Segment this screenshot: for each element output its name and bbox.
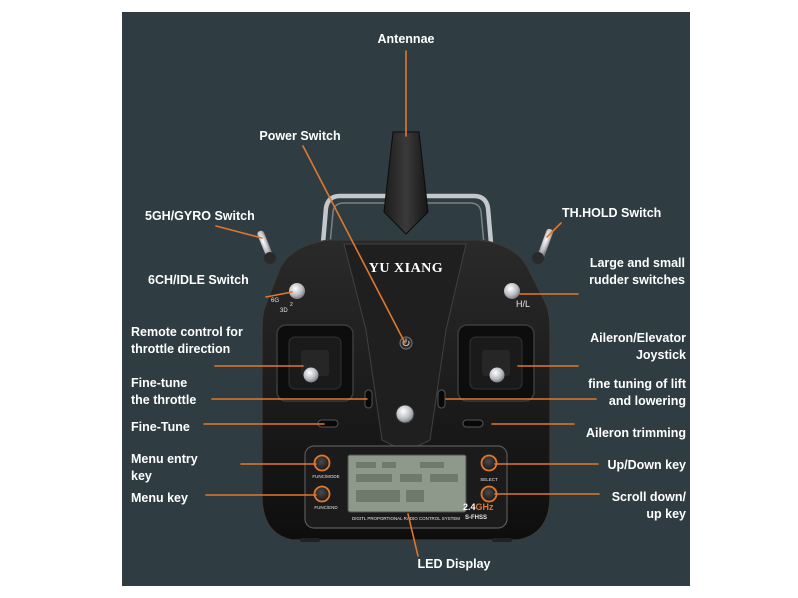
brand-logo: YU XIANG xyxy=(369,261,443,276)
band-value: 2.4 xyxy=(463,502,476,512)
label-menu-entry-key-line1: Menu entry xyxy=(131,452,198,466)
elevator-trim xyxy=(437,389,446,409)
label-led-display: LED Display xyxy=(418,557,491,571)
switch-label-hl: H/L xyxy=(516,299,530,309)
foot-left xyxy=(300,538,320,542)
label-rudder-switches-line2: rudder switches xyxy=(589,273,685,287)
label-aileron-trimming: Aileron trimming xyxy=(586,426,686,440)
label-idle-switch: 6CH/IDLE Switch xyxy=(148,273,249,287)
protocol-label: S-FHSS xyxy=(465,515,487,521)
aileron-trim xyxy=(462,419,484,428)
left-gimbal xyxy=(276,324,354,402)
menu-entry-button xyxy=(313,454,331,472)
leader-gyro-switch xyxy=(215,225,263,239)
switch-label-3d: 3D xyxy=(280,308,288,314)
menu-button xyxy=(313,485,331,503)
right-stick xyxy=(489,367,505,383)
label-aileron-elevator-line2: Joystick xyxy=(636,348,686,362)
label-fine-tune-throttle-line1: Fine-tune xyxy=(131,376,187,390)
label-up-down-key: Up/Down key xyxy=(608,458,687,472)
switch-label-2: 2 xyxy=(290,302,293,308)
func-mode-label: FUNC/MODE xyxy=(312,474,339,479)
select-label: SELECT xyxy=(480,477,498,482)
label-antennae: Antennae xyxy=(378,32,435,46)
label-menu-key: Menu key xyxy=(131,491,188,505)
label-fine-tuning-lift-line2: and lowering xyxy=(609,394,686,408)
label-aileron-elevator-line1: Aileron/Elevator xyxy=(590,331,686,345)
switch-label-6g: 6G xyxy=(271,298,279,304)
leader-idle-switch xyxy=(265,291,293,298)
leader-th-hold xyxy=(546,222,562,238)
label-power-switch: Power Switch xyxy=(259,129,340,143)
up-down-button xyxy=(480,454,498,472)
label-throttle-direction-line2: throttle direction xyxy=(131,342,230,356)
foot-right xyxy=(492,538,512,542)
power-icon xyxy=(402,338,410,347)
label-rudder-switches-line1: Large and small xyxy=(590,256,685,270)
leader-led-display xyxy=(407,513,419,557)
label-th-hold-switch: TH.HOLD Switch xyxy=(562,206,661,220)
callout-labels: Antennae Power Switch 5GH/GYRO Switch TH… xyxy=(131,32,687,571)
leader-power-switch xyxy=(302,145,406,344)
band-unit: GHz xyxy=(476,502,495,512)
label-gyro-switch: 5GH/GYRO Switch xyxy=(145,209,255,223)
label-fine-tune-throttle-line2: the throttle xyxy=(131,393,196,407)
right-gimbal xyxy=(457,324,535,402)
band-label: 2.4GHz xyxy=(463,502,494,512)
transmitter: YU XIANG 6G 2 3D H/L xyxy=(257,131,554,542)
left-stick xyxy=(303,367,319,383)
label-fine-tuning-lift-line1: fine tuning of lift xyxy=(588,377,687,391)
idle-switch-knob xyxy=(289,283,305,299)
leader-lines xyxy=(203,50,600,557)
center-knob xyxy=(395,404,415,424)
label-scroll-key-line2: up key xyxy=(646,507,686,521)
lcd-segments xyxy=(356,462,458,502)
th-hold-toggle-switch xyxy=(532,228,554,264)
antenna xyxy=(383,131,429,235)
rudder-switch-knob xyxy=(504,283,520,299)
tagline: DIGITL PROPORTIONAL RADIO CONTROL SYSTEM xyxy=(352,516,460,521)
label-fine-tune: Fine-Tune xyxy=(131,420,190,434)
label-menu-entry-key-line2: key xyxy=(131,469,152,483)
label-throttle-direction-line1: Remote control for xyxy=(131,325,243,339)
label-scroll-key-line1: Scroll down/ xyxy=(612,490,687,504)
func-end-label: FUNC/END xyxy=(314,505,338,510)
